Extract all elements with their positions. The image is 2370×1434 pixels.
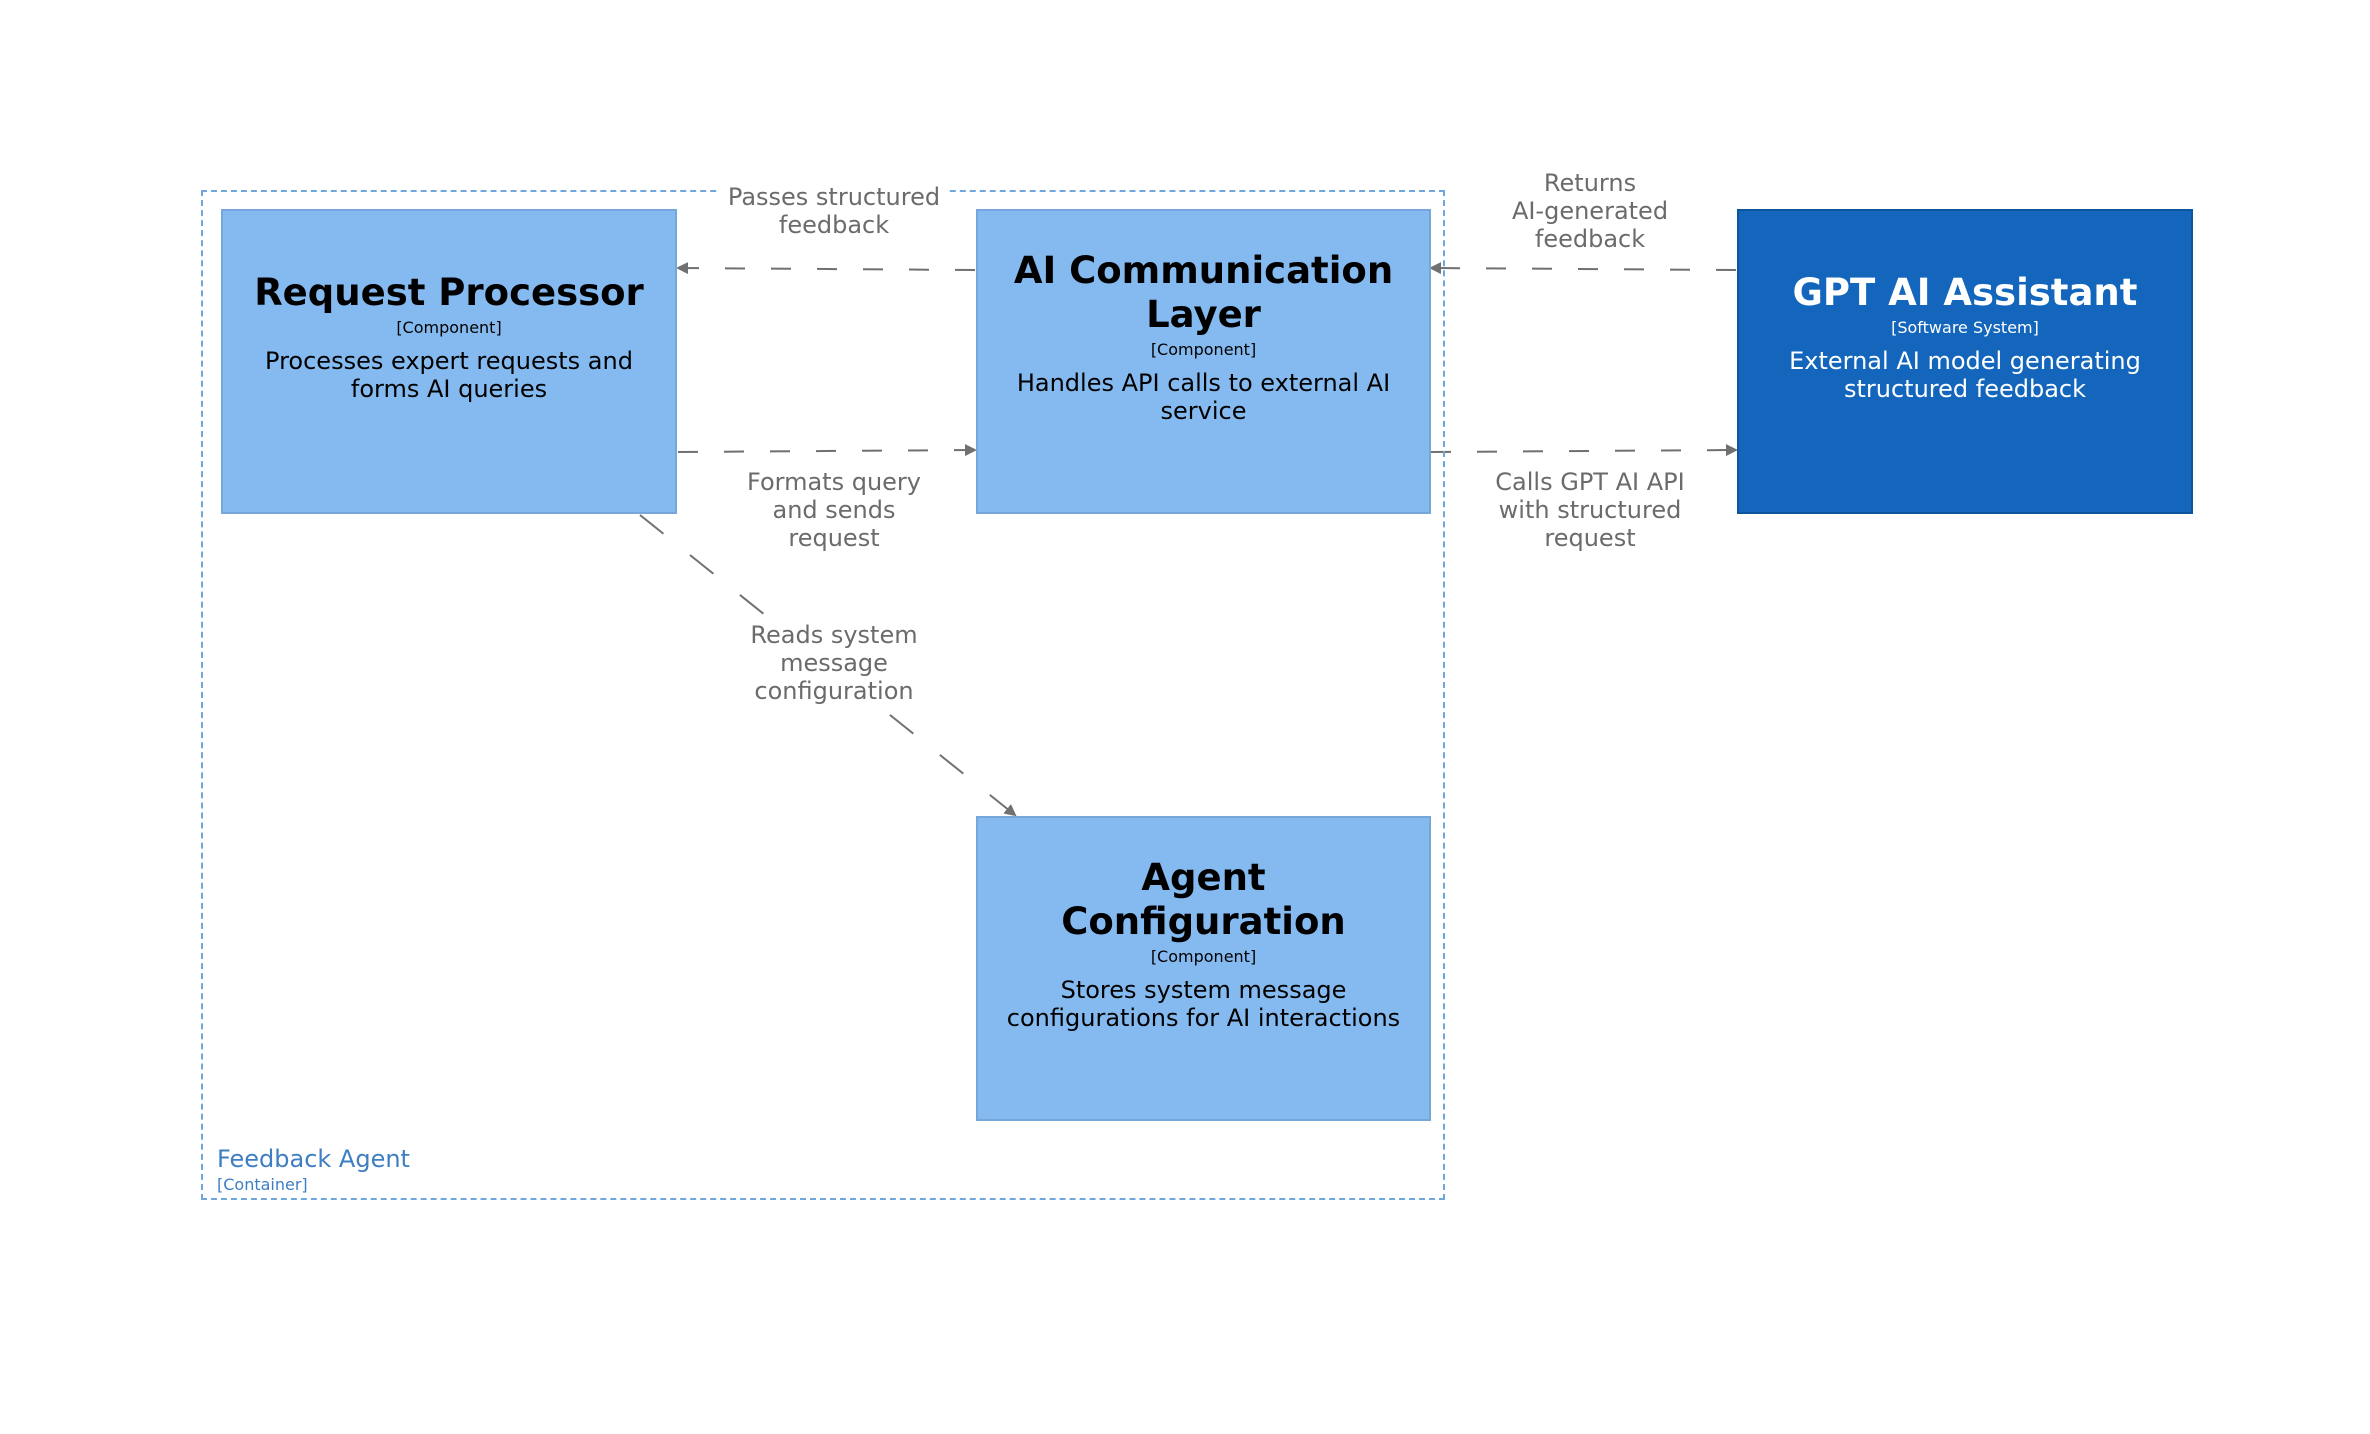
node-name: Agent Configuration bbox=[1061, 855, 1346, 943]
node-description: Stores system message configurations for… bbox=[1006, 975, 1401, 1032]
edge-passes-feedback bbox=[676, 262, 976, 275]
node-name: GPT AI Assistant bbox=[1792, 270, 2138, 314]
edge-label-returns-feedback: Returns AI-generated feedback bbox=[1480, 169, 1700, 253]
edge-returns-feedback bbox=[1429, 262, 1737, 275]
edge-label-calls-gpt: Calls GPT AI API with structured request bbox=[1482, 468, 1698, 552]
boundary-type: [Container] bbox=[217, 1175, 308, 1194]
node-ai-communication-layer[interactable]: AI Communication Layer [Component] Handl… bbox=[976, 209, 1431, 514]
node-description: Processes expert requests and forms AI q… bbox=[265, 346, 633, 403]
node-description: Handles API calls to external AI service bbox=[1016, 368, 1391, 425]
node-request-processor[interactable]: Request Processor [Component] Processes … bbox=[221, 209, 677, 514]
edge-calls-gpt bbox=[1430, 444, 1738, 457]
edge-reads-config bbox=[639, 514, 1017, 817]
node-name: AI Communication Layer bbox=[1013, 248, 1394, 336]
edge-label-passes-feedback: Passes structured feedback bbox=[720, 183, 948, 239]
node-gpt-ai-assistant[interactable]: GPT AI Assistant [Software System] Exter… bbox=[1737, 209, 2193, 514]
boundary-name: Feedback Agent bbox=[217, 1145, 410, 1173]
node-agent-configuration[interactable]: Agent Configuration [Component] Stores s… bbox=[976, 816, 1431, 1121]
edge-label-formats-query: Formats query and sends request bbox=[735, 468, 933, 552]
node-type: [Component] bbox=[1150, 339, 1257, 359]
node-type: [Component] bbox=[1150, 946, 1257, 966]
node-description: External AI model generating structured … bbox=[1789, 346, 2141, 403]
edge-formats-query bbox=[677, 444, 977, 457]
node-type: [Software System] bbox=[1891, 317, 2039, 337]
edge-label-reads-config: Reads system message configuration bbox=[740, 621, 928, 705]
node-type: [Component] bbox=[396, 317, 502, 337]
node-name: Request Processor bbox=[254, 270, 644, 314]
